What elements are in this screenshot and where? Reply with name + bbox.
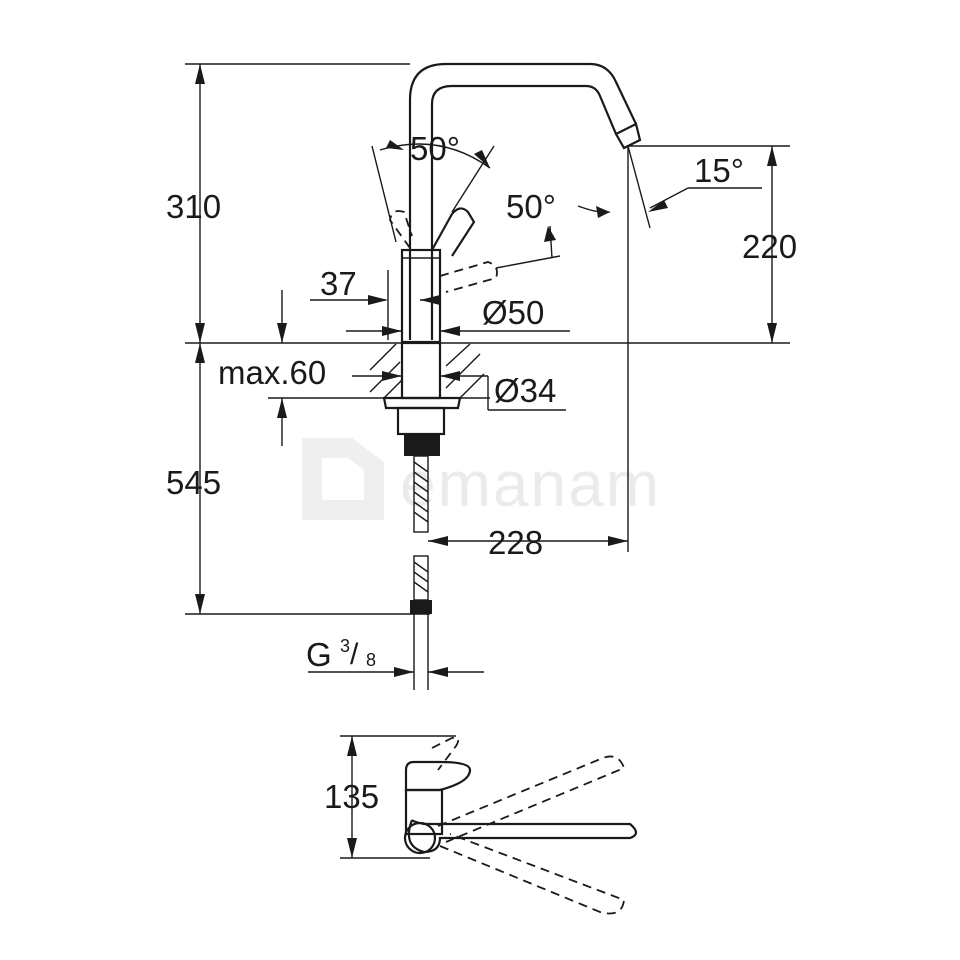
dim-135: 135 (324, 778, 379, 815)
faucet-top-view (340, 735, 638, 915)
dim-545: 545 (166, 464, 221, 501)
dim-body-diameter: Ø50 (482, 294, 544, 331)
dim-connection-denominator: 8 (366, 650, 376, 670)
watermark-text: emanam (400, 448, 661, 520)
dim-max-thickness: max.60 (218, 354, 326, 391)
dim-228: 228 (488, 524, 543, 561)
dim-connection-numerator: 3 (340, 636, 350, 656)
dim-hole-diameter: Ø34 (494, 372, 556, 409)
dimension-lines (185, 63, 790, 677)
dim-angle-spout: 15° (694, 152, 744, 189)
dim-310: 310 (166, 188, 221, 225)
counter-hatch (369, 343, 485, 399)
dim-connection-prefix: G (306, 636, 332, 673)
dim-220: 220 (742, 228, 797, 265)
dim-angle-lever-side: 50° (506, 188, 556, 225)
dim-connection-slash: / (350, 638, 359, 671)
watermark: emanam (302, 438, 661, 520)
dim-37: 37 (320, 265, 357, 302)
dim-angle-lever-top: 50° (410, 130, 460, 167)
